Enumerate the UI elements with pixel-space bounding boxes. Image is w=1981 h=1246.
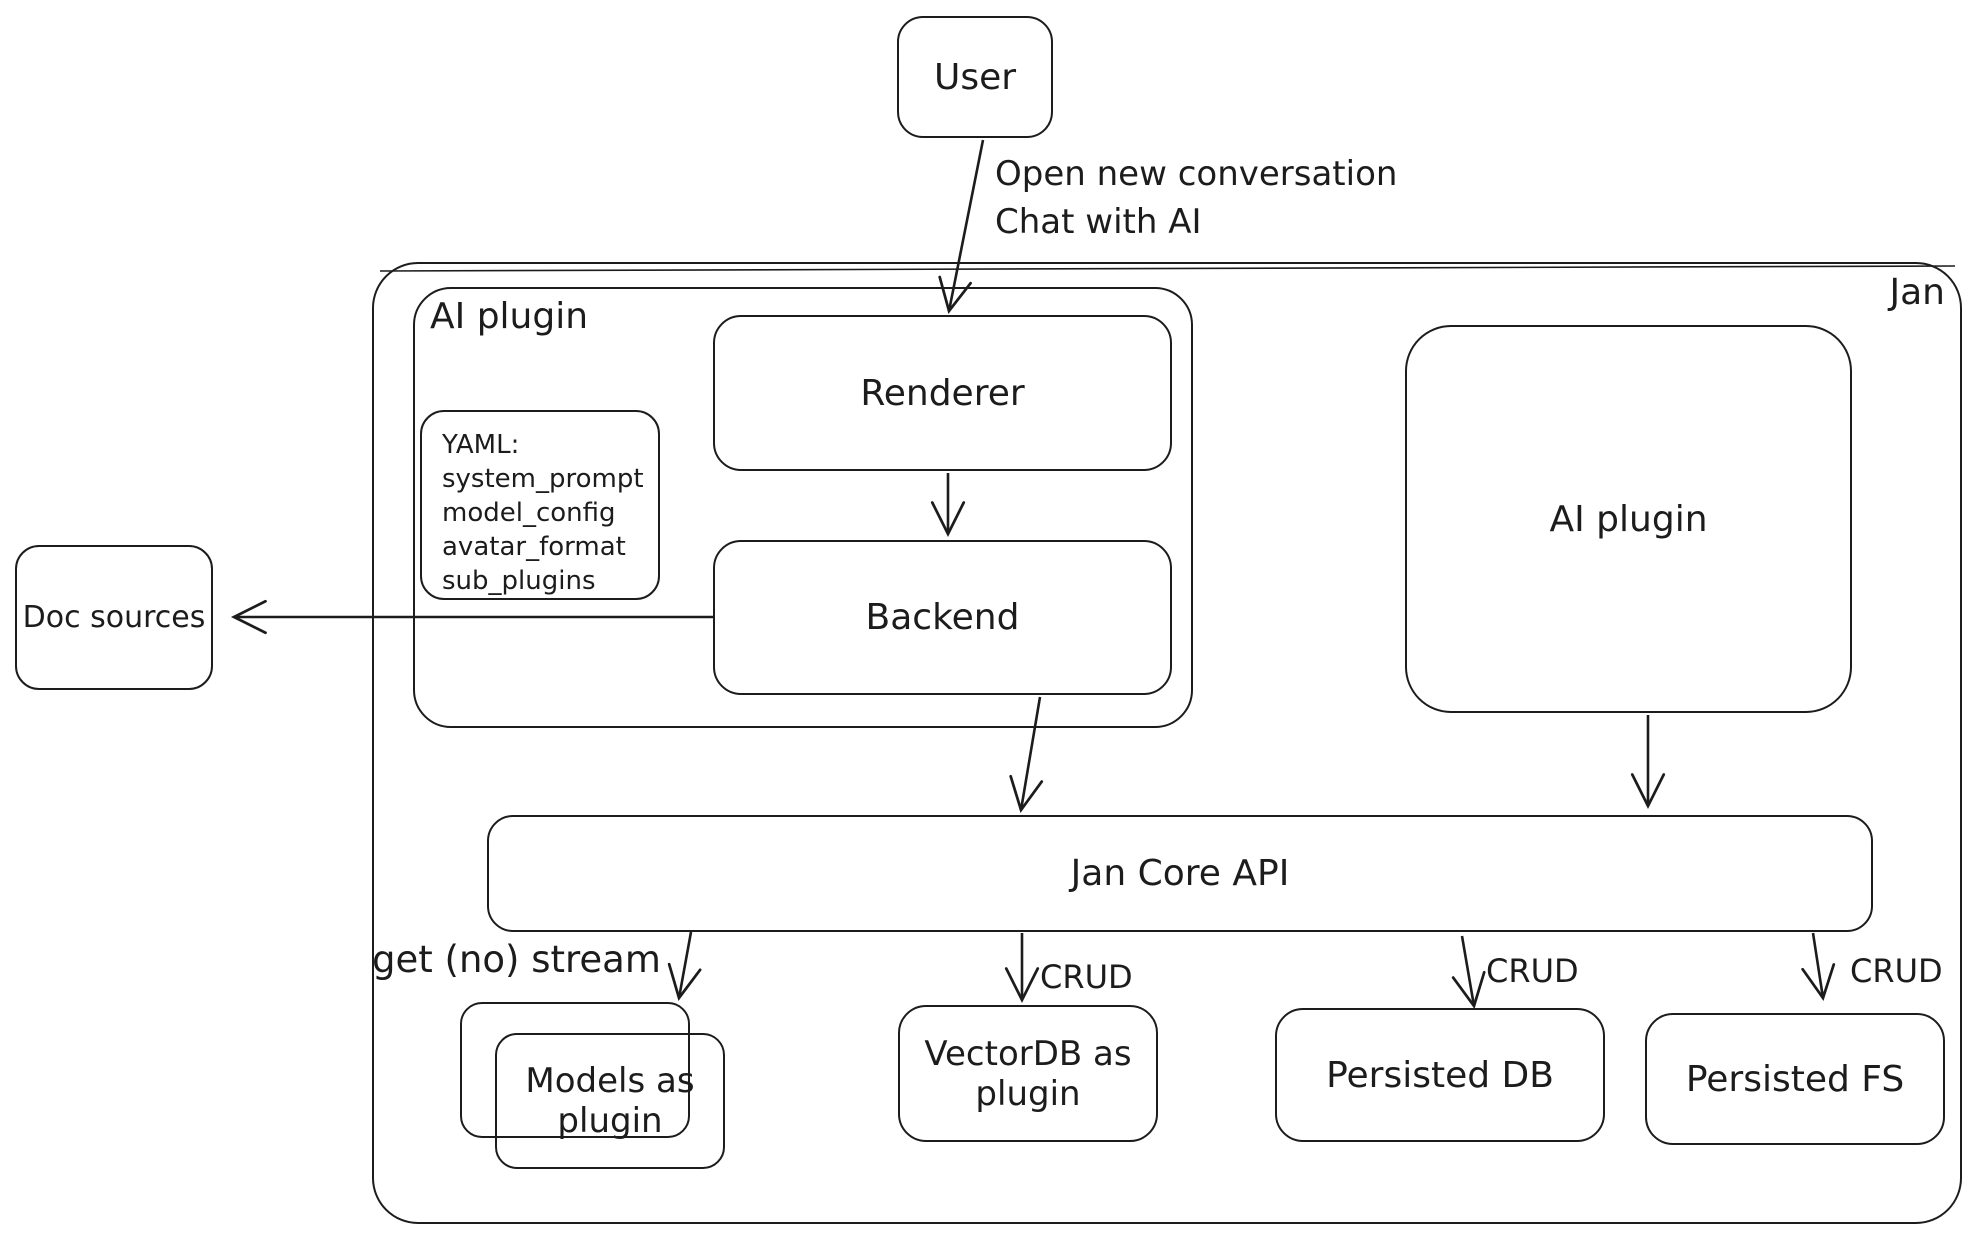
persisted-fs-node: Persisted FS xyxy=(1645,1013,1945,1145)
yaml-line: avatar_format xyxy=(442,532,626,562)
ai-plugin-left-container-box xyxy=(413,287,1193,728)
vectordb-plugin-node: VectorDB as plugin xyxy=(898,1005,1158,1142)
backend-node-label: Backend xyxy=(865,597,1020,638)
ai-plugin-right-node: AI plugin xyxy=(1405,325,1852,713)
backend-node: Backend xyxy=(713,540,1172,695)
models-plugin-label: Models as plugin xyxy=(525,1061,695,1141)
jan-core-api-node: Jan Core API xyxy=(487,815,1873,932)
edge-label-get-no-stream: get (no) stream xyxy=(372,938,661,981)
doc-sources-node: Doc sources xyxy=(15,545,213,690)
jan-container-label: Jan xyxy=(1889,272,1946,313)
edge-label-crud-persisted-db: CRUD xyxy=(1486,952,1579,990)
jan-core-api-label: Jan Core API xyxy=(1070,853,1290,894)
doc-sources-label: Doc sources xyxy=(22,600,206,635)
models-plugin-outer-box xyxy=(460,1002,690,1138)
models-plugin-node: Models as plugin xyxy=(495,1033,725,1169)
ai-plugin-right-label: AI plugin xyxy=(1549,498,1708,540)
persisted-fs-label: Persisted FS xyxy=(1685,1058,1905,1100)
user-node-label: User xyxy=(933,56,1017,98)
edge-label-open-conversation: Open new conversation Chat with AI xyxy=(995,154,1398,243)
user-node: User xyxy=(897,16,1053,138)
edge-label-crud-vectordb: CRUD xyxy=(1040,958,1133,996)
yaml-note-box: YAML: system_prompt model_config avatar_… xyxy=(420,410,660,600)
yaml-line: YAML: xyxy=(442,430,520,460)
edge-label-crud-persisted-fs: CRUD xyxy=(1850,952,1943,990)
yaml-line: model_config xyxy=(442,498,616,528)
persisted-db-node: Persisted DB xyxy=(1275,1008,1605,1142)
ai-plugin-left-label: AI plugin xyxy=(430,296,589,337)
yaml-line: system_prompt xyxy=(442,464,644,494)
vectordb-plugin-label: VectorDB as plugin xyxy=(924,1033,1132,1114)
yaml-line: sub_plugins xyxy=(442,566,596,596)
jan-container-box xyxy=(372,262,1962,1224)
persisted-db-label: Persisted DB xyxy=(1326,1054,1554,1096)
renderer-node-label: Renderer xyxy=(860,372,1025,414)
renderer-node: Renderer xyxy=(713,315,1172,471)
